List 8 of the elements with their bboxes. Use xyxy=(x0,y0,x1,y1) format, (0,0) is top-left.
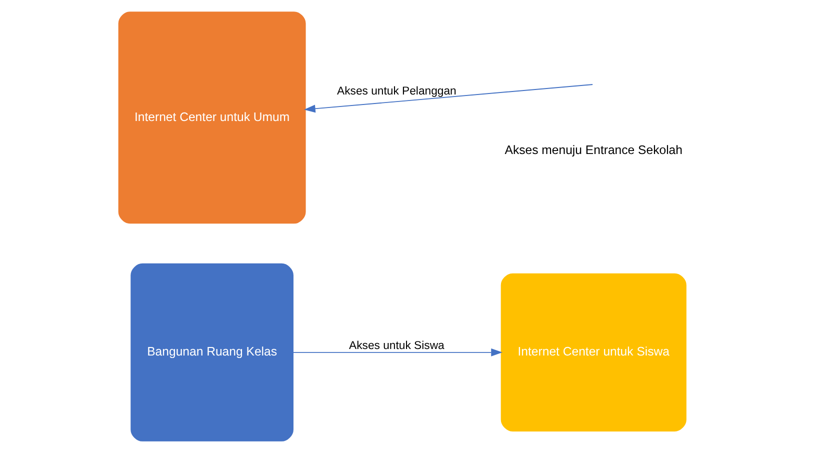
node-box: Internet Center untuk Siswa xyxy=(500,273,686,432)
node-box: Bangunan Ruang Kelas xyxy=(130,263,293,442)
node-box: Internet Center untuk Umum xyxy=(118,12,306,224)
arrow xyxy=(303,84,593,113)
arrow xyxy=(292,348,502,356)
edge-label: Akses untuk Siswa xyxy=(348,340,444,352)
label: Akses menuju Entrance Sekolah xyxy=(504,142,682,157)
edge-label: Akses untuk Pelanggan xyxy=(336,86,456,98)
